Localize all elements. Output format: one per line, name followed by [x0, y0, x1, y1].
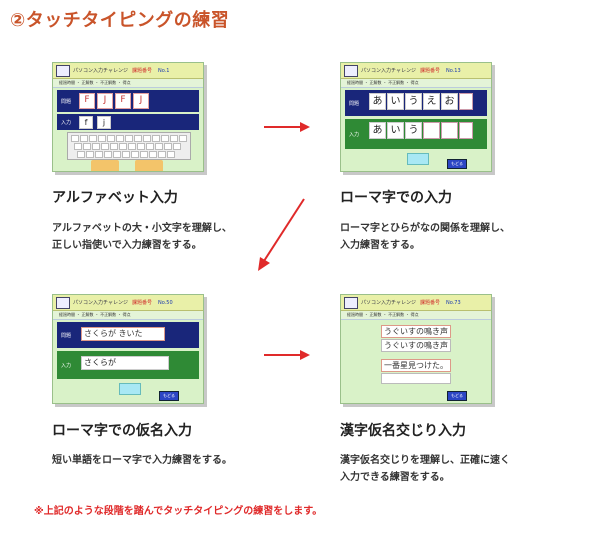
- screenshot-alphabet: パソコン入力チャレンジ 課題番号 No.1 経過時間 ・ 正解数 ・ 不正解数 …: [52, 62, 204, 172]
- lower-label: 入力: [349, 132, 360, 138]
- problem-char: F: [79, 93, 95, 109]
- app-name: パソコン入力チャレンジ: [73, 68, 128, 74]
- app-bar: パソコン入力チャレンジ 課題番号 No.50: [53, 295, 203, 311]
- problem-char: F: [115, 93, 131, 109]
- problem-char: え: [423, 93, 440, 110]
- problem-char: J: [133, 93, 149, 109]
- card-desc: ローマ字とひらがなの関係を理解し、入力練習をする。: [340, 223, 510, 251]
- card-title: アルファベット入力: [52, 190, 178, 206]
- level-label: 課題番号: [419, 300, 440, 306]
- input-char: f: [79, 116, 93, 129]
- stat-line: 経過時間 ・ 正解数 ・ 不正解数 ・ 得点: [53, 311, 203, 320]
- lower-panel: 入力 さくらが: [57, 351, 199, 379]
- input-char: j: [97, 116, 111, 129]
- computer-icon: [56, 64, 70, 77]
- card-title: 漢字仮名交じり入力: [340, 423, 466, 439]
- input-char: う: [405, 122, 422, 139]
- screen-number: No.50: [157, 299, 173, 306]
- upper-panel: 問題 あ い う え お: [345, 90, 487, 116]
- app-name: パソコン入力チャレンジ: [73, 300, 128, 306]
- problem-line: うぐいすの鳴き声: [381, 325, 451, 338]
- card-title: ローマ字での入力: [340, 190, 452, 206]
- app-name: パソコン入力チャレンジ: [361, 68, 416, 74]
- problem-char: J: [97, 93, 113, 109]
- problem-line: 一番星見つけた。: [381, 359, 451, 372]
- back-button[interactable]: もどる: [159, 391, 179, 401]
- stat-line: 経過時間 ・ 正解数 ・ 不正解数 ・ 得点: [341, 79, 491, 88]
- upper-label: 問題: [61, 99, 72, 105]
- card-title: ローマ字での仮名入力: [52, 423, 192, 439]
- computer-icon: [344, 296, 358, 309]
- problem-char: う: [405, 93, 422, 110]
- app-bar: パソコン入力チャレンジ 課題番号 No.13: [341, 63, 491, 79]
- upper-label: 問題: [61, 333, 72, 339]
- right-hand-icon: [135, 160, 163, 171]
- problem-text: さくらが きいた: [81, 327, 165, 341]
- problem-char: お: [441, 93, 458, 110]
- computer-icon: [344, 64, 358, 77]
- upper-panel: 問題 さくらが きいた: [57, 322, 199, 348]
- input-box: [119, 383, 141, 395]
- back-button[interactable]: もどる: [447, 159, 467, 169]
- app-bar: パソコン入力チャレンジ 課題番号 No.1: [53, 63, 203, 79]
- computer-icon: [56, 296, 70, 309]
- screenshot-romaji: パソコン入力チャレンジ 課題番号 No.13 経過時間 ・ 正解数 ・ 不正解数…: [340, 62, 492, 172]
- left-hand-icon: [91, 160, 119, 171]
- page-title: ②タッチタイピングの練習: [10, 10, 230, 31]
- arrow-right-icon: [264, 350, 310, 360]
- card-desc: 漢字仮名交じりを理解し、正確に速く入力できる練習をする。: [340, 455, 510, 483]
- input-line: うぐいすの鳴き声: [381, 339, 451, 352]
- level-label: 課題番号: [419, 68, 440, 74]
- app-name: パソコン入力チャレンジ: [361, 300, 416, 306]
- lower-label: 入力: [61, 120, 72, 126]
- footnote: ※上記のような段階を踏んでタッチタイピングの練習をします。: [34, 506, 323, 517]
- arrow-right-icon: [264, 122, 310, 132]
- level-label: 課題番号: [131, 300, 152, 306]
- stat-line: 経過時間 ・ 正解数 ・ 不正解数 ・ 得点: [341, 311, 491, 320]
- screen-number: No.13: [445, 67, 461, 74]
- back-button[interactable]: もどる: [447, 391, 467, 401]
- stat-line: 経過時間 ・ 正解数 ・ 不正解数 ・ 得点: [53, 79, 203, 88]
- input-box: [407, 153, 429, 165]
- arrow-diagonal-icon: [258, 198, 305, 271]
- upper-panel: 問題 F J F J: [57, 90, 199, 112]
- app-bar: パソコン入力チャレンジ 課題番号 No.73: [341, 295, 491, 311]
- input-text: さくらが: [81, 356, 169, 370]
- lower-panel: 入力 あ い う: [345, 119, 487, 149]
- problem-char: い: [387, 93, 404, 110]
- card-desc: 短い単語をローマ字で入力練習をする。: [52, 455, 232, 466]
- lower-panel: 入力 f j: [57, 114, 199, 130]
- upper-label: 問題: [349, 101, 360, 107]
- lower-label: 入力: [61, 363, 72, 369]
- screen-number: No.73: [445, 299, 461, 306]
- problem-char: あ: [369, 93, 386, 110]
- screen-number: No.1: [157, 67, 170, 74]
- screenshot-kana-words: パソコン入力チャレンジ 課題番号 No.50 経過時間 ・ 正解数 ・ 不正解数…: [52, 294, 204, 404]
- screenshot-kanji-kana: パソコン入力チャレンジ 課題番号 No.73 経過時間 ・ 正解数 ・ 不正解数…: [340, 294, 492, 404]
- keyboard-image: [67, 132, 191, 160]
- level-label: 課題番号: [131, 68, 152, 74]
- card-desc: アルファベットの大・小文字を理解し、正しい指使いで入力練習をする。: [52, 223, 232, 251]
- input-char: あ: [369, 122, 386, 139]
- input-char: い: [387, 122, 404, 139]
